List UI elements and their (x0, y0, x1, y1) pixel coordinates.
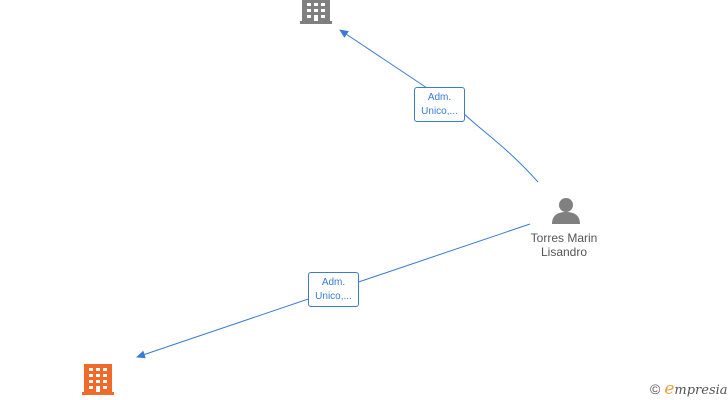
building-icon[interactable] (300, 0, 332, 24)
edge-label[interactable]: Adm. Unico,... (414, 87, 465, 122)
edge-label-line2: Unico,... (421, 106, 458, 117)
person-name-line2: Lisandro (540, 245, 588, 259)
person-icon[interactable] (552, 198, 580, 224)
edge-label-line1: Adm. (427, 92, 452, 103)
brand-logo: ©empresia (650, 379, 728, 399)
edge-label-line1: Adm. (321, 277, 346, 288)
person-name-line1: Torres Marin (530, 231, 598, 245)
brand-initial: e (664, 379, 675, 399)
copyright-icon: © (650, 381, 661, 397)
person-name[interactable]: Torres Marin Lisandro (509, 231, 619, 259)
building-icon[interactable] (82, 364, 114, 395)
edge-label-line2: Unico,... (315, 291, 352, 302)
brand-name: mpresia (674, 383, 728, 398)
edge-label[interactable]: Adm. Unico,... (308, 272, 359, 307)
